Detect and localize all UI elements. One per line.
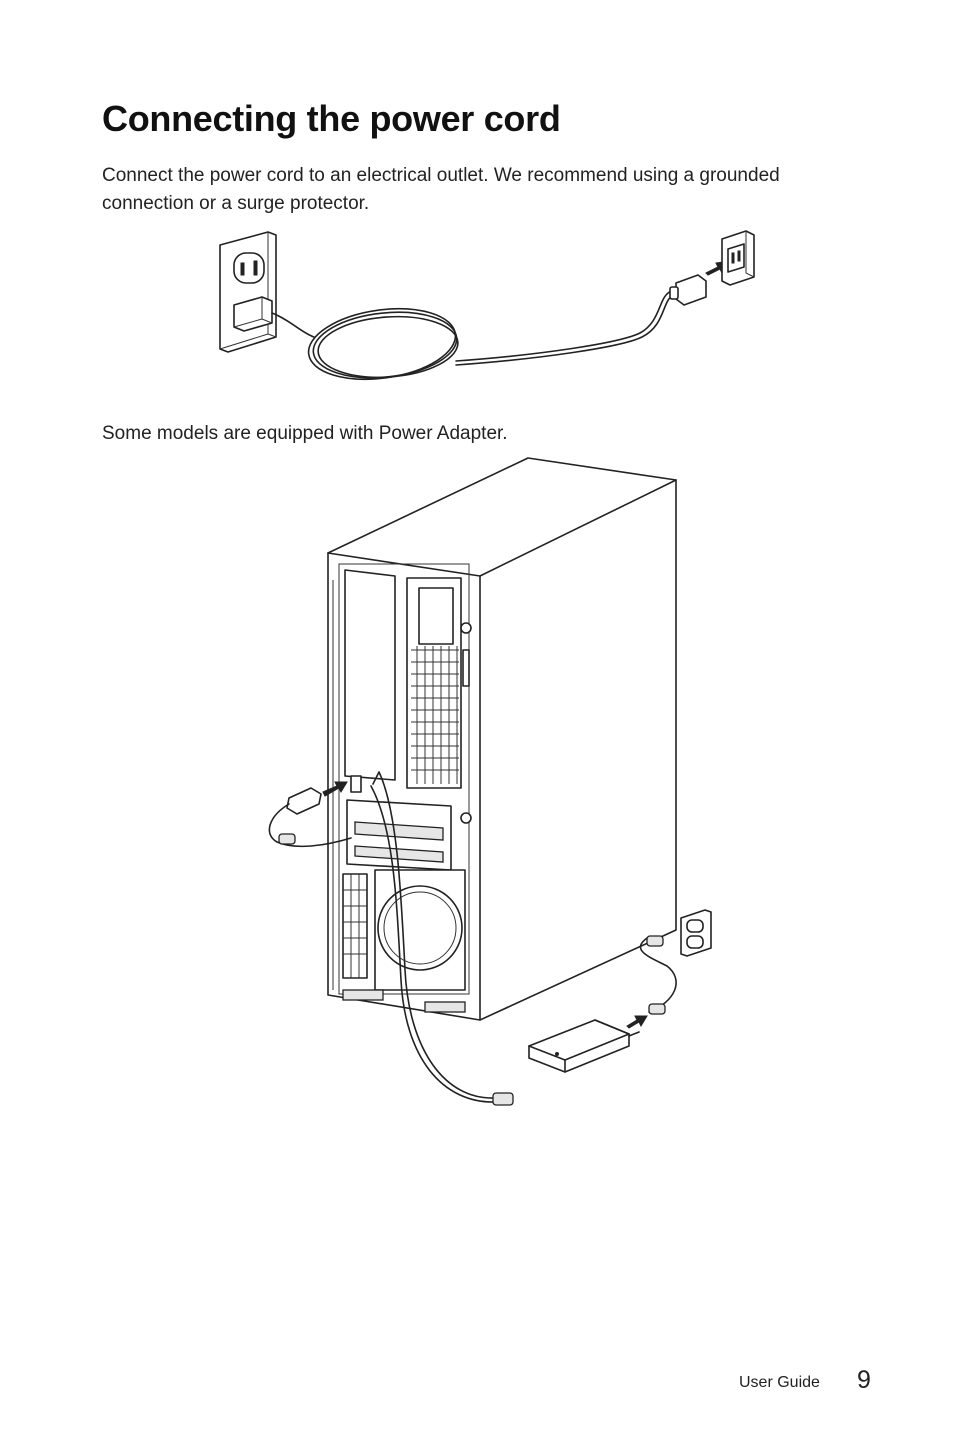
power-adapter-illustration xyxy=(255,450,735,1120)
adapter-note: Some models are equipped with Power Adap… xyxy=(102,423,508,444)
power-cord-illustration xyxy=(210,225,770,415)
upper-vent-grid xyxy=(406,577,462,789)
footer-label: User Guide xyxy=(739,1374,820,1391)
page-number: 9 xyxy=(857,1366,871,1394)
page-title: Connecting the power cord xyxy=(102,98,561,139)
intro-paragraph: Connect the power cord to an electrical … xyxy=(102,165,780,214)
